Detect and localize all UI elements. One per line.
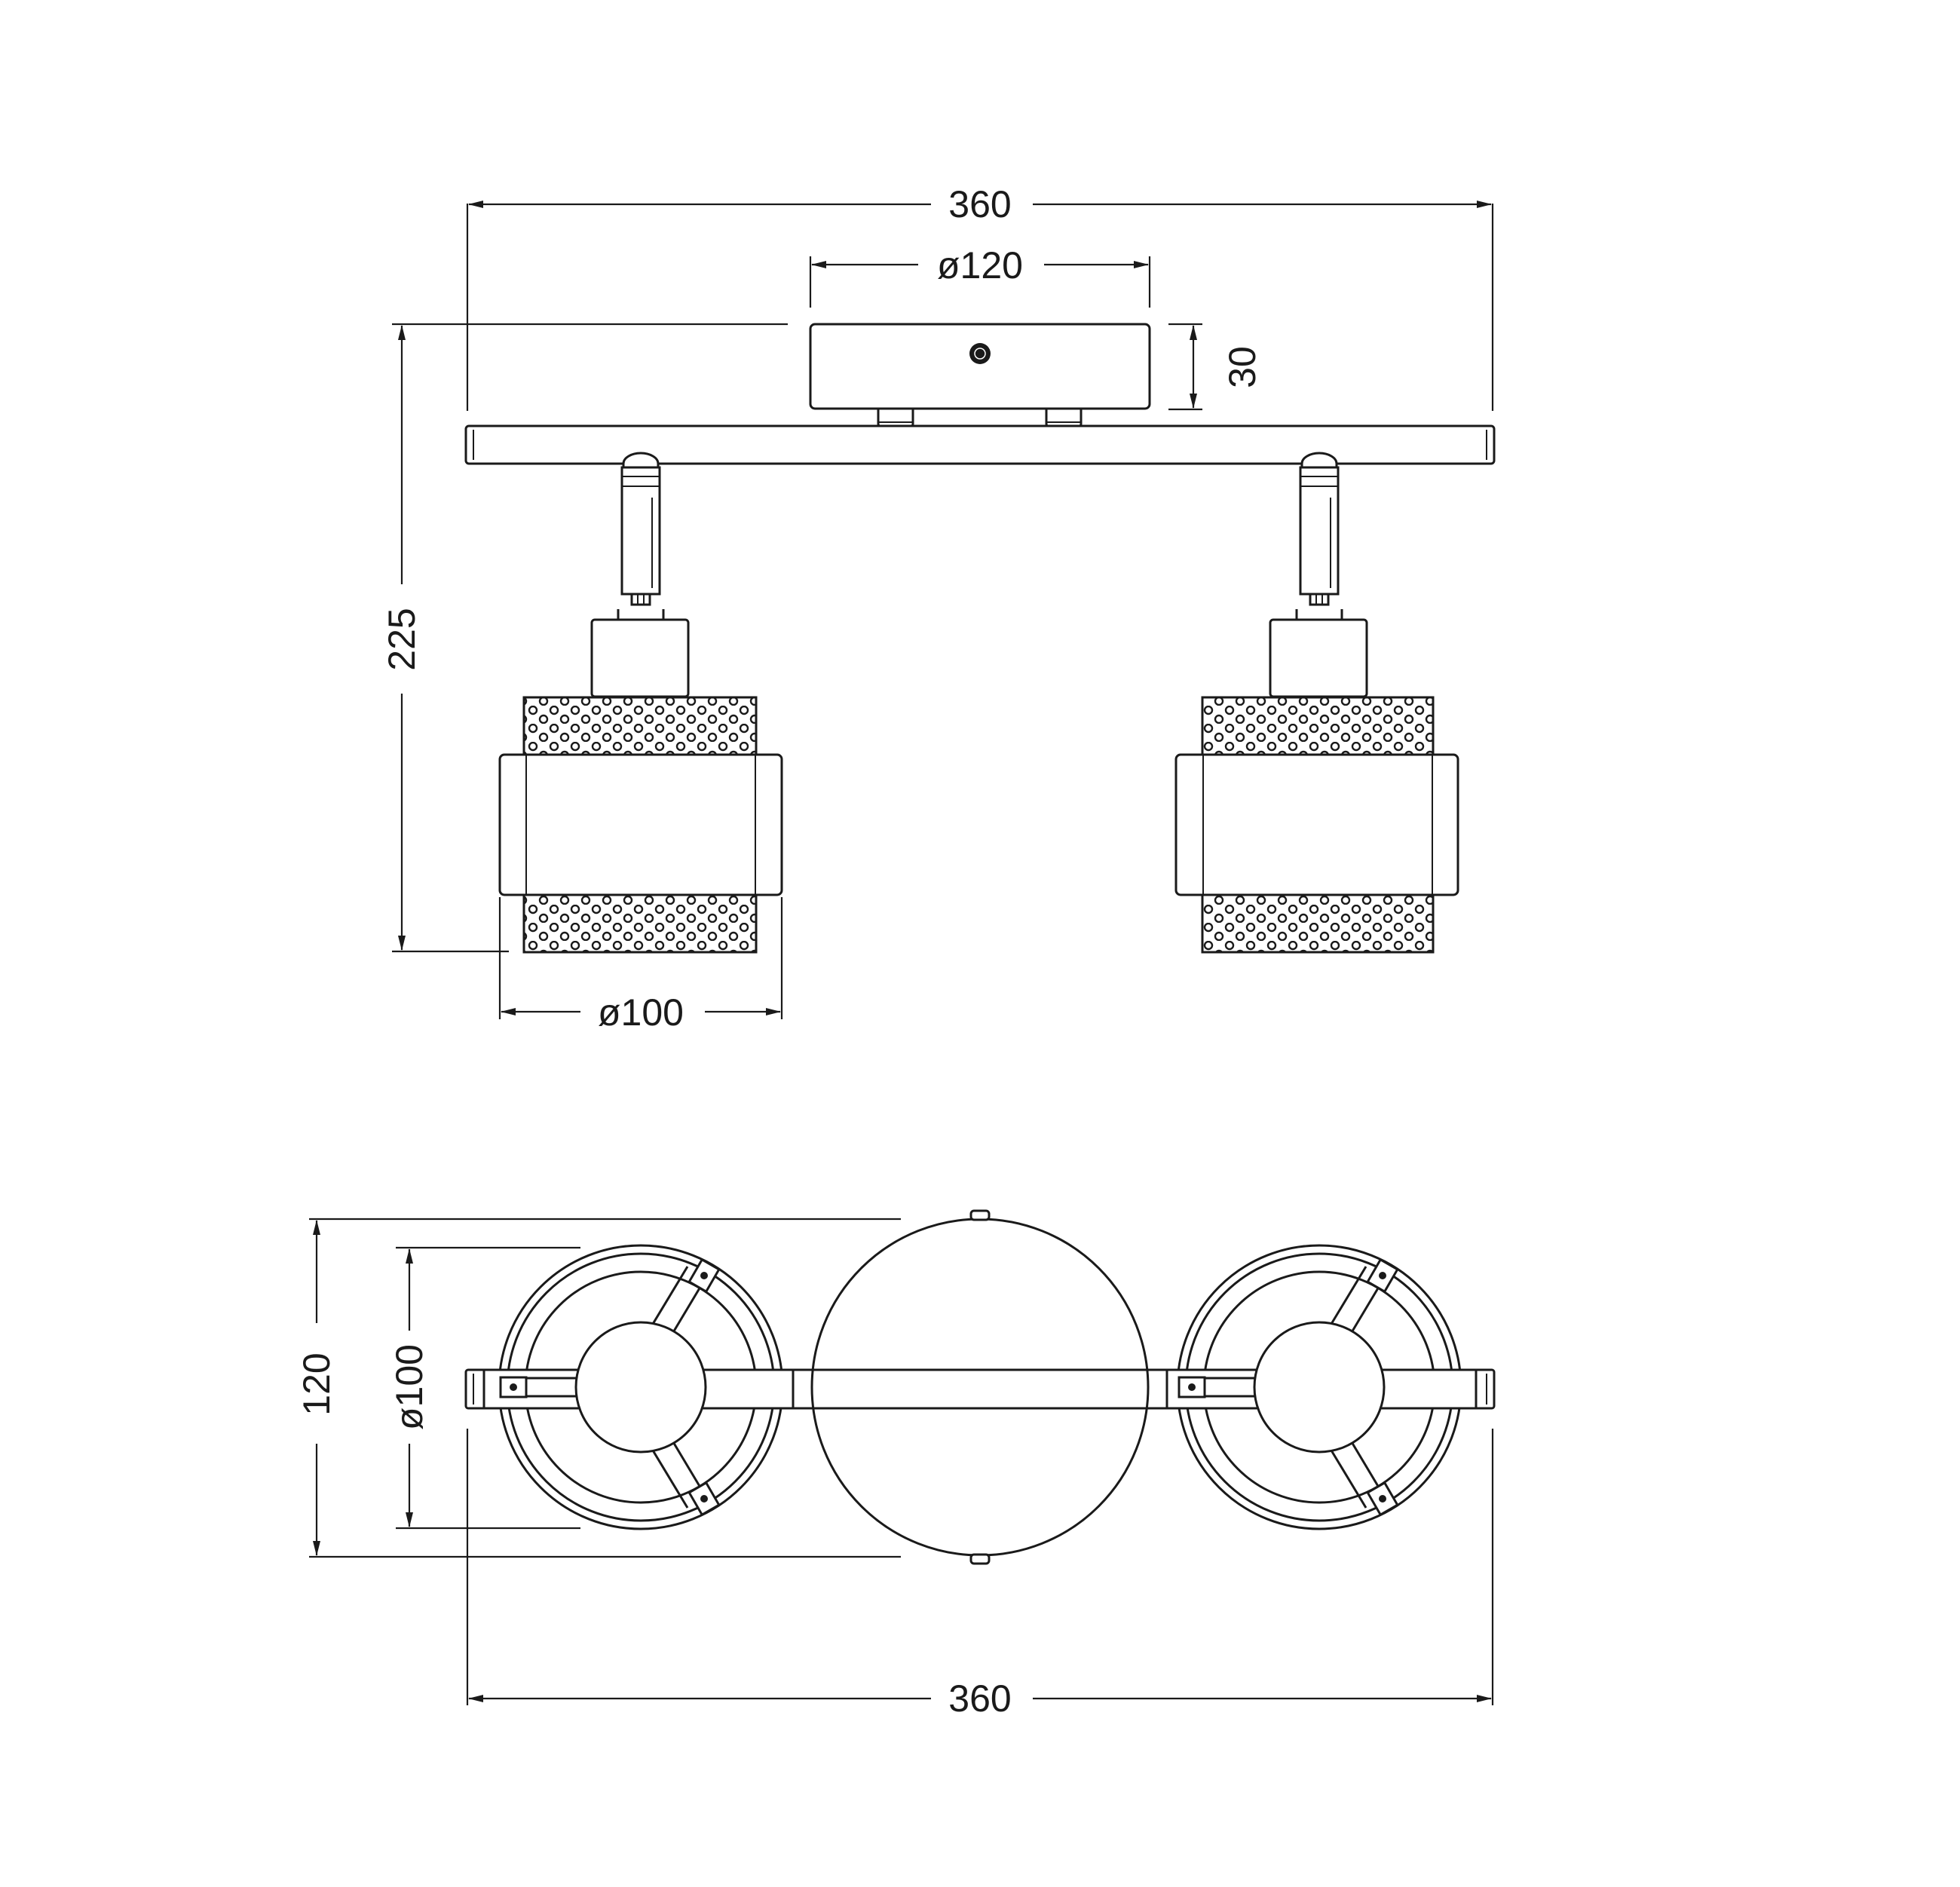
front-shade-diameter-dimension: ø100 [498,897,783,1034]
front-shade-diameter-label: ø100 [598,991,684,1034]
front-height-label: 225 [381,608,423,670]
ceiling-canopy [809,323,1151,434]
top-shade-diameter-dimension: ø100 [388,1246,580,1530]
canopy-height-dimension: 30 [1168,323,1263,411]
front-width-dimension: 360 [466,183,1494,411]
canopy-diameter-dimension: ø120 [809,244,1151,308]
top-spotlight-right [1165,1244,1478,1530]
top-view: 120 ø100 [296,1209,1496,1720]
top-width-dimension: 360 [466,1429,1494,1720]
spotlight-left [498,452,783,954]
canopy-diameter-label: ø120 [937,244,1023,286]
top-mounting-bar [464,1368,1496,1410]
top-canopy [810,1209,1150,1565]
top-depth-dimension: 120 [296,1218,901,1558]
top-spotlight-left [482,1244,795,1530]
front-view: 360 ø120 30 225 [381,183,1496,1034]
front-width-label: 360 [948,183,1011,225]
mounting-bar [464,424,1496,465]
front-height-dimension: 225 [381,323,788,953]
top-shade-diameter-label: ø100 [388,1344,430,1430]
top-width-label: 360 [948,1677,1011,1720]
top-depth-label: 120 [296,1352,338,1415]
spotlight-right [1174,452,1459,954]
canopy-height-label: 30 [1221,346,1263,388]
